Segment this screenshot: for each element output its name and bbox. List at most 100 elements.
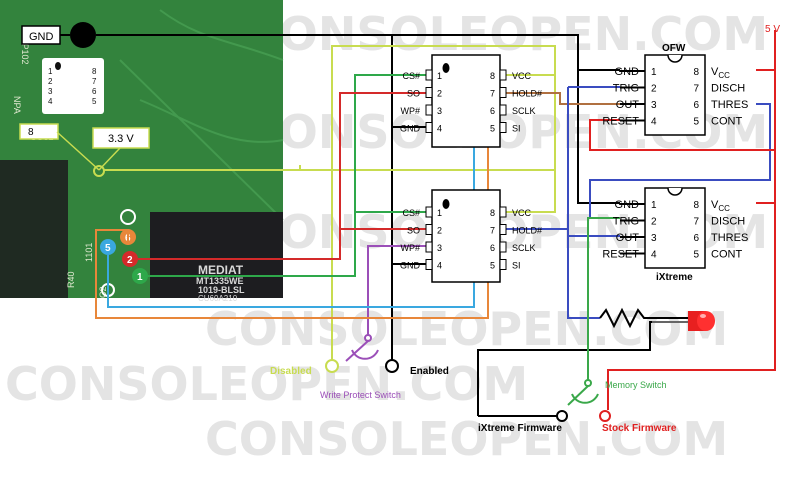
pad-number: 8 bbox=[92, 67, 97, 76]
timer-pin-number: 3 bbox=[651, 233, 657, 244]
wire-gnd-ofw bbox=[96, 34, 620, 71]
stock-firmware-label: Stock Firmware bbox=[602, 423, 677, 434]
pad-number: 5 bbox=[92, 97, 97, 106]
led-highlight bbox=[700, 314, 706, 318]
timer-pin-name: CONT bbox=[711, 116, 742, 128]
switch-lever bbox=[345, 340, 369, 362]
footprint-pad-numbers: 1 2 3 4 5 6 7 8 bbox=[48, 67, 97, 106]
timer-pin-name: GND bbox=[615, 199, 640, 211]
pad-number: 1 bbox=[48, 67, 53, 76]
timer-pin-number: 3 bbox=[651, 100, 657, 111]
watermark-text: CONSOLEOPEN.COM bbox=[5, 357, 528, 411]
flash-pin-number: 7 bbox=[490, 89, 495, 99]
flash-pin-number: 8 bbox=[490, 208, 495, 218]
pad-number: 3 bbox=[48, 87, 53, 96]
watermark-text: CONSOLEOPEN.COM bbox=[205, 302, 728, 356]
flash-pin-number: 4 bbox=[437, 124, 442, 134]
timer-pin-number: 2 bbox=[651, 217, 657, 228]
v33-label-box bbox=[92, 127, 150, 149]
timer-pin-number: 6 bbox=[693, 100, 699, 111]
flash-pin bbox=[499, 224, 507, 235]
timer-pin-number: 1 bbox=[651, 67, 657, 78]
timer-pin-name: CONT bbox=[711, 249, 742, 261]
silk-text: R40 bbox=[66, 271, 76, 288]
flash-pin bbox=[425, 104, 433, 116]
switch-pivot bbox=[584, 379, 592, 387]
timer-pin-name: RESET bbox=[602, 249, 639, 261]
stock-terminal bbox=[599, 410, 611, 422]
chip-markings: MEDIAT MT1335WE 1019-BLSL bbox=[196, 263, 245, 295]
wire-cs-top bbox=[148, 74, 426, 277]
timer-pin-number: 1 bbox=[651, 200, 657, 211]
test-point-5 bbox=[100, 239, 116, 255]
flash-pin-name: SCLK bbox=[512, 106, 536, 116]
timer-pin-number: 2 bbox=[651, 84, 657, 95]
silk-text: TP102 bbox=[20, 38, 30, 65]
flash-pin-name: SO bbox=[407, 89, 420, 99]
pad-number: 7 bbox=[92, 77, 97, 86]
timer-pin-name: OUT bbox=[616, 99, 640, 111]
timer-pin-name: RESET bbox=[602, 116, 639, 128]
timer-pin-number: 5 bbox=[693, 250, 699, 261]
timer-pin-name: DISCH bbox=[711, 216, 745, 228]
test-point-label: 1 bbox=[137, 272, 143, 283]
flash-pin bbox=[499, 69, 507, 81]
flash-pin-number: 2 bbox=[437, 226, 442, 236]
silk-text: 1101 bbox=[84, 243, 94, 262]
memory-switch bbox=[567, 379, 599, 406]
timer-pin-number: 8 bbox=[693, 200, 699, 211]
wire-v33-flash-bottom bbox=[506, 75, 556, 213]
enabled-label: Enabled bbox=[410, 366, 449, 377]
flash-pin-number: 2 bbox=[437, 89, 442, 99]
timer-pin-name: DISCH bbox=[711, 83, 745, 95]
test-point-label: 5 bbox=[105, 243, 111, 254]
timer-pin-number: 6 bbox=[693, 233, 699, 244]
flash-pin bbox=[499, 122, 507, 133]
pin1-dot bbox=[55, 62, 61, 70]
flash-pin-number: 7 bbox=[490, 226, 495, 236]
wire-v33-flash-top bbox=[331, 45, 556, 360]
flash-pin-name: CS# bbox=[402, 208, 420, 218]
ixtreme-firmware-label: iXtreme Firmware bbox=[478, 423, 562, 434]
flash-pin-name: CS# bbox=[402, 71, 420, 81]
pcb-traces bbox=[119, 9, 284, 221]
timer-title: OFW bbox=[662, 43, 686, 54]
flash-pin-name: VCC bbox=[512, 71, 532, 81]
led bbox=[652, 311, 715, 331]
wire-led-feed bbox=[567, 229, 600, 319]
flash-pin bbox=[425, 259, 433, 270]
flash-pin-number: 5 bbox=[490, 124, 495, 134]
v33-label: 3.3 V bbox=[108, 133, 134, 145]
pin8-label: 8 bbox=[28, 127, 34, 138]
pcb-photo: 1 2 3 4 5 6 7 8 MEDIAT MT1335WE 1019-BLS… bbox=[0, 0, 284, 303]
timer-pin-number: 4 bbox=[651, 117, 657, 128]
flash-pin-number: 5 bbox=[490, 261, 495, 271]
flash-pin-name: SCLK bbox=[512, 243, 536, 253]
pin1-dot bbox=[442, 199, 450, 209]
flash-pin-name: GND bbox=[400, 124, 421, 134]
flash-pin-name: WP# bbox=[400, 243, 420, 253]
flash-pin-name: HOLD# bbox=[512, 89, 542, 99]
timer-pin-name: TRIG bbox=[613, 216, 639, 228]
flash-pin-number: 4 bbox=[437, 261, 442, 271]
timer-notch bbox=[667, 54, 683, 63]
timer-pin-name: THRES bbox=[711, 99, 748, 111]
test-point-1 bbox=[132, 268, 148, 284]
flash-pin bbox=[499, 87, 507, 98]
chip-marking: 1019-BLSL bbox=[198, 285, 245, 295]
wire-hold-top bbox=[506, 92, 620, 105]
wire-so-top bbox=[138, 92, 426, 260]
pcb-dark-component bbox=[0, 160, 68, 298]
timer-notch bbox=[667, 187, 683, 196]
flash-pin bbox=[425, 224, 433, 235]
wire-wp bbox=[367, 245, 426, 335]
pin8-leader bbox=[56, 131, 100, 171]
flash-pin bbox=[499, 259, 507, 270]
chip-marking: MT1335WE bbox=[196, 276, 244, 286]
pin1-dot bbox=[442, 63, 450, 73]
wire-memory bbox=[587, 217, 620, 380]
flash-pin bbox=[425, 241, 433, 253]
switch-lever bbox=[567, 385, 589, 406]
